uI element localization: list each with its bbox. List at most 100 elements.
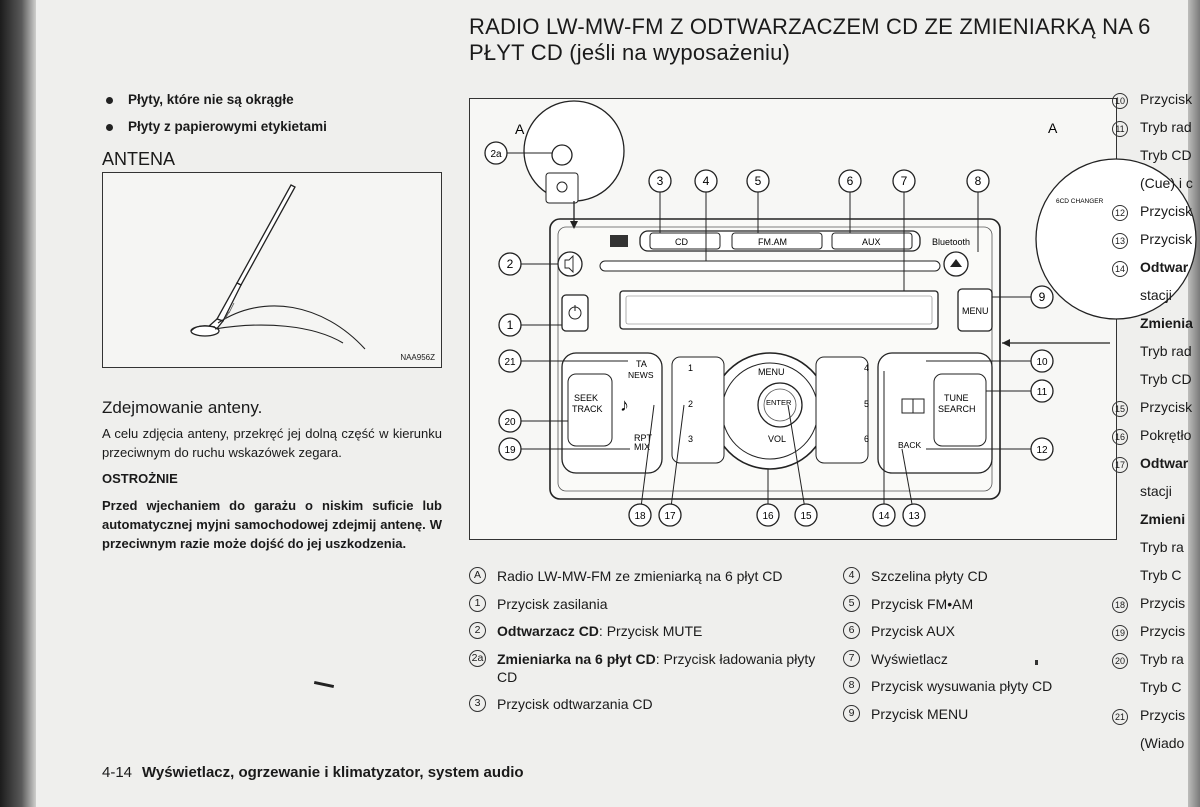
legend-text: Radio LW-MW-FM ze zmieniarką na 6 płyt C… (497, 568, 783, 584)
callout-number: 12 (1036, 445, 1048, 456)
side-column-text: Przycisk (1140, 231, 1193, 247)
changer-label: 6CD CHANGER (1056, 198, 1104, 205)
bullet-item: Płyty, które nie są okrągłe (106, 92, 327, 107)
aux-label: AUX (862, 237, 881, 247)
side-column-text: stacji (1140, 483, 1172, 499)
legend-number: 4 (843, 567, 860, 584)
side-column-row: 17 Odtwar (1112, 454, 1188, 482)
preset-block-right (815, 356, 869, 464)
side-column-row: Tryb ra (1112, 538, 1188, 566)
callout-circle (902, 503, 926, 527)
legend-number: 1 (469, 594, 486, 612)
side-column-number: 20 (1112, 653, 1128, 669)
legend-number: 2 (469, 622, 486, 639)
legend-item: 8 Przycisk wysuwania płyty CD (843, 677, 1093, 695)
legend-text: Przycisk FM•AM (871, 595, 974, 612)
bullet-item: Płyty z papierowymi etykietami (106, 119, 327, 134)
callout-number: 2 (507, 257, 514, 271)
legend-item: 7 Wyświetlacz (843, 649, 1093, 668)
callout-number: 10 (1036, 357, 1048, 368)
power-button (561, 294, 589, 332)
side-column-row: Tryb CD (1112, 146, 1192, 174)
side-column-number: 13 (1112, 233, 1128, 249)
side-column-text: Odtwar (1140, 455, 1189, 471)
callout-number: 5 (755, 174, 762, 188)
callout-number: 19 (504, 445, 516, 456)
title-line-2: PŁYT CD (jeśli na wyposażeniu) (469, 40, 791, 65)
news-label: NEWS (628, 370, 654, 380)
bluetooth-label: Bluetooth (932, 237, 970, 247)
side-column-number: 17 (1112, 457, 1128, 473)
mute-button (557, 251, 583, 277)
radio-drawing: CD FM.AM AUX Bluetooth MENU MENU ENTER V… (484, 100, 1197, 527)
callout-circle (1030, 437, 1054, 461)
legend-item: A Radio LW-MW-FM ze zmieniarką na 6 płyt… (469, 567, 819, 585)
callout-number: 15 (800, 511, 812, 522)
callout-circle (1030, 349, 1054, 373)
side-column-number: 18 (1112, 597, 1128, 613)
side-column-row: stacji (1112, 482, 1188, 510)
fmam-button (731, 232, 823, 250)
next-page-edge (1188, 0, 1200, 807)
legend-number: 8 (843, 677, 860, 694)
callout-leader-line (787, 404, 807, 516)
side-column-text: Tryb CD (1140, 371, 1192, 387)
callout-number: 3 (657, 174, 664, 188)
legend-text: Wyświetlacz (871, 650, 948, 667)
zoom-marker-a-right: A (1048, 120, 1058, 136)
cd-button (649, 232, 721, 250)
side-column-row: Tryb C (1112, 678, 1188, 706)
side-column-row: Zmienia (1112, 314, 1193, 342)
callout-number: 20 (504, 417, 516, 428)
side-column-row: Tryb C (1112, 566, 1188, 594)
callout-number: 2a (490, 149, 502, 160)
title-line-1: RADIO LW-MW-FM Z ODTWARZACZEM CD ZE ZMIE… (469, 14, 1151, 39)
callout-number: 8 (975, 174, 982, 188)
side-column-text: Tryb rad (1140, 119, 1192, 135)
footer-text: Wyświetlacz, ogrzewanie i klimatyzator, … (142, 764, 524, 781)
mix-label: MIX (634, 442, 650, 452)
callout-circle (628, 503, 652, 527)
menu-button (957, 288, 993, 332)
side-column-row: (Cue) i c (1112, 174, 1193, 202)
vol-label: VOL (768, 434, 786, 444)
svg-text:♪: ♪ (620, 395, 629, 415)
side-column-text: Przycis (1140, 707, 1186, 723)
side-column-text: (Cue) i c (1140, 175, 1193, 191)
back-label: BACK (898, 440, 921, 450)
legend-item: 9 Przycisk MENU (843, 704, 1093, 723)
legend-text: Przycisk odtwarzania CD (497, 696, 653, 712)
callout-number: 18 (634, 511, 646, 522)
legend-number: 3 (469, 695, 486, 712)
preset-6: 6 (864, 434, 869, 444)
callout-circle (498, 252, 522, 276)
preset-block-left (671, 356, 725, 464)
callout-circle (892, 169, 916, 193)
enter-label: ENTER (766, 398, 792, 407)
enter-knob (757, 382, 803, 428)
antenna-illustration: NAA956Z (102, 172, 442, 368)
preset-1: 1 (688, 363, 693, 373)
side-column-number: 12 (1112, 205, 1128, 221)
side-column-text: Przycis (1140, 595, 1186, 611)
side-column-text: Przycisk (1140, 203, 1193, 219)
callout-circle (1030, 285, 1054, 309)
seek-label: SEEK (574, 393, 598, 403)
callout-circle (838, 169, 862, 193)
side-column-row: stacji (1112, 286, 1188, 314)
image-code: NAA956Z (400, 353, 435, 362)
zoom-marker-a-left: A (515, 121, 525, 137)
book-spine-shadow (0, 0, 36, 807)
side-column-text: Tryb C (1140, 679, 1182, 695)
side-column-number: 11 (1112, 121, 1128, 137)
side-column-text: (Wiado (1140, 735, 1185, 751)
side-column-row: Tryb rad (1112, 342, 1192, 370)
side-column-text: Pokrętło (1140, 427, 1192, 443)
side-column-text: Tryb CD (1140, 147, 1192, 163)
search-label: SEARCH (938, 404, 976, 414)
display (619, 290, 939, 330)
page-title: RADIO LW-MW-FM Z ODTWARZACZEM CD ZE ZMIE… (469, 14, 1151, 66)
